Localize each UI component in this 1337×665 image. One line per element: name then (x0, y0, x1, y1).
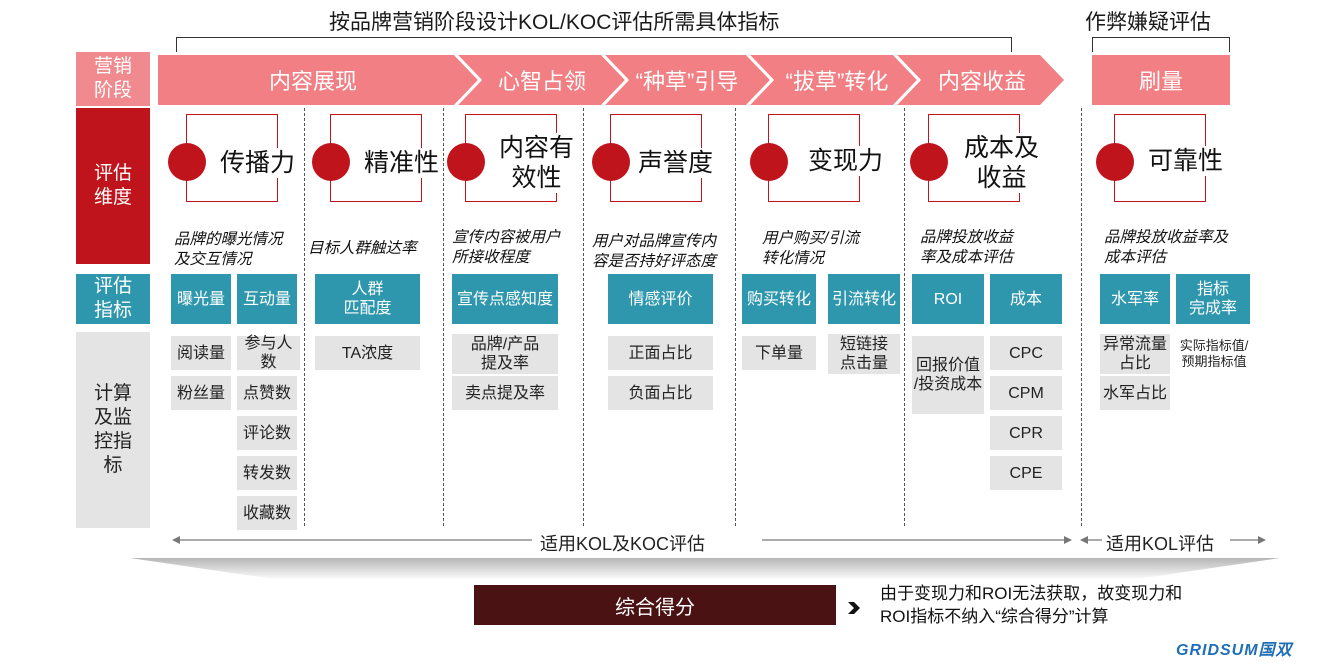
scope-arrow-koc (172, 536, 1072, 544)
calc-cpc: CPC (990, 336, 1062, 370)
dimension-desc-4: 用户对品牌宣传内容是否持好评态度 (592, 233, 717, 270)
calc-cpm: CPM (990, 376, 1062, 410)
dimension-label-reputation: 声誉度 (636, 148, 716, 178)
calc-read: 阅读量 (171, 336, 231, 370)
main-title-brace (176, 37, 1012, 52)
scope-label-kol-koc: 适用KOL及KOC评估 (540, 534, 706, 554)
scope-arrow-kol (1080, 536, 1266, 544)
row-label-stage: 营销阶段 (76, 52, 150, 106)
stage-mind-share: 心智占领 (497, 69, 586, 94)
dimension-label-effectiveness: 内容有效性 (497, 133, 577, 193)
dimension-desc-3: 宣传内容被用户所接收程度 (452, 229, 561, 266)
metric-target-match: 人群匹配度 (315, 274, 420, 324)
side-title-brace (1092, 37, 1230, 52)
column-divider-5 (904, 108, 905, 526)
stage-arrow-band (158, 55, 1064, 105)
dimension-dot-4 (592, 143, 630, 181)
metric-fake-rate: 水军率 (1100, 274, 1170, 324)
dimension-desc-1: 品牌的曝光情况及交互情况 (174, 231, 283, 268)
dimension-label-spread: 传播力 (218, 148, 298, 178)
dimension-dot-6 (910, 143, 948, 181)
calc-fans: 粉丝量 (171, 376, 231, 410)
side-title: 作弊嫌疑评估 (1085, 11, 1211, 34)
dimension-dot-5 (750, 143, 788, 181)
calc-comments: 评论数 (237, 416, 297, 450)
calc-brand-mention: 品牌/产品提及率 (452, 334, 558, 374)
metric-cost: 成本 (990, 274, 1062, 324)
dimension-desc-5: 用户购买/引流转化情况 (762, 230, 860, 267)
column-divider-4 (735, 108, 736, 526)
stage-content-revenue: 内容收益 (937, 69, 1026, 94)
stage-arrow-3 (605, 55, 770, 105)
stage-traffic-fraud: 刷量 (1092, 55, 1230, 105)
stage-conversion: “拔草”转化 (785, 69, 889, 94)
calc-ta-density: TA浓度 (315, 336, 420, 370)
metric-traffic-conversion: 引流转化 (828, 274, 900, 324)
calc-cpe: CPE (990, 456, 1062, 490)
dimension-dot-7 (1096, 143, 1134, 181)
calc-return-ratio: 回报价值/投资成本 (912, 336, 984, 414)
metric-purchase-conversion: 购买转化 (742, 274, 816, 324)
row-label-dimension: 评估维度 (76, 108, 150, 264)
column-divider-3 (583, 108, 584, 526)
dimension-dot-1 (168, 143, 206, 181)
scope-label-kol: 适用KOL评估 (1106, 534, 1215, 554)
metric-interaction: 互动量 (237, 274, 297, 324)
gridsum-logo: GRIDSUM国双 (1176, 642, 1293, 659)
stage-arrow-5 (897, 55, 1064, 105)
calc-actual-vs-expected: 实际指标值/预期指标值 (1174, 334, 1254, 374)
stage-arrow-2 (458, 55, 625, 105)
metric-exposure: 曝光量 (171, 274, 231, 324)
dimension-label-cost-revenue: 成本及收益 (962, 133, 1042, 193)
calc-short-link-clicks: 短链接点击量 (828, 334, 900, 374)
dimension-label-precision: 精准性 (362, 148, 442, 178)
stage-arrow-1 (158, 55, 478, 105)
calc-selling-point-mention: 卖点提及率 (452, 376, 558, 410)
metric-awareness: 宣传点感知度 (452, 274, 558, 324)
dimension-dot-3 (447, 143, 485, 181)
calc-cpr: CPR (990, 416, 1062, 450)
calc-abnormal-traffic: 异常流量占比 (1100, 334, 1170, 374)
dimension-desc-2: 目标人群触达率 (308, 240, 417, 257)
dimension-label-reliability: 可靠性 (1146, 146, 1226, 176)
row-label-calc: 计算及监控指标 (76, 332, 150, 528)
metric-target-completion: 指标完成率 (1176, 274, 1250, 324)
arrow-right-icon (848, 602, 860, 614)
row-label-metric: 评估指标 (76, 274, 150, 324)
calc-shares: 转发数 (237, 456, 297, 490)
calc-positive-share: 正面占比 (608, 336, 713, 370)
calc-negative-share: 负面占比 (608, 376, 713, 410)
calc-fake-share: 水军占比 (1100, 376, 1170, 410)
metric-roi: ROI (912, 274, 984, 324)
dimension-desc-6: 品牌投放收益率及成本评估 (920, 229, 1014, 266)
stage-arrow-4 (750, 55, 917, 105)
composite-score-bar: 综合得分 (474, 585, 836, 625)
column-divider-2 (443, 108, 444, 526)
calc-likes: 点赞数 (237, 376, 297, 410)
column-divider-6 (1081, 108, 1082, 526)
calc-participants: 参与人数 (237, 335, 300, 371)
main-title: 按品牌营销阶段设计KOL/KOC评估所需具体指标 (329, 11, 780, 34)
stage-seeding: “种草”引导 (635, 69, 739, 94)
dimension-dot-2 (312, 143, 350, 181)
dimension-desc-7: 品牌投放收益率及成本评估 (1104, 229, 1229, 266)
stage-content-display: 内容展现 (268, 69, 357, 94)
metric-sentiment: 情感评价 (608, 274, 713, 324)
calc-favorites: 收藏数 (237, 496, 297, 530)
column-divider-1 (304, 108, 305, 526)
calc-orders: 下单量 (742, 336, 816, 370)
dimension-label-monetization: 变现力 (806, 146, 886, 176)
funnel-wedge (130, 558, 1280, 580)
